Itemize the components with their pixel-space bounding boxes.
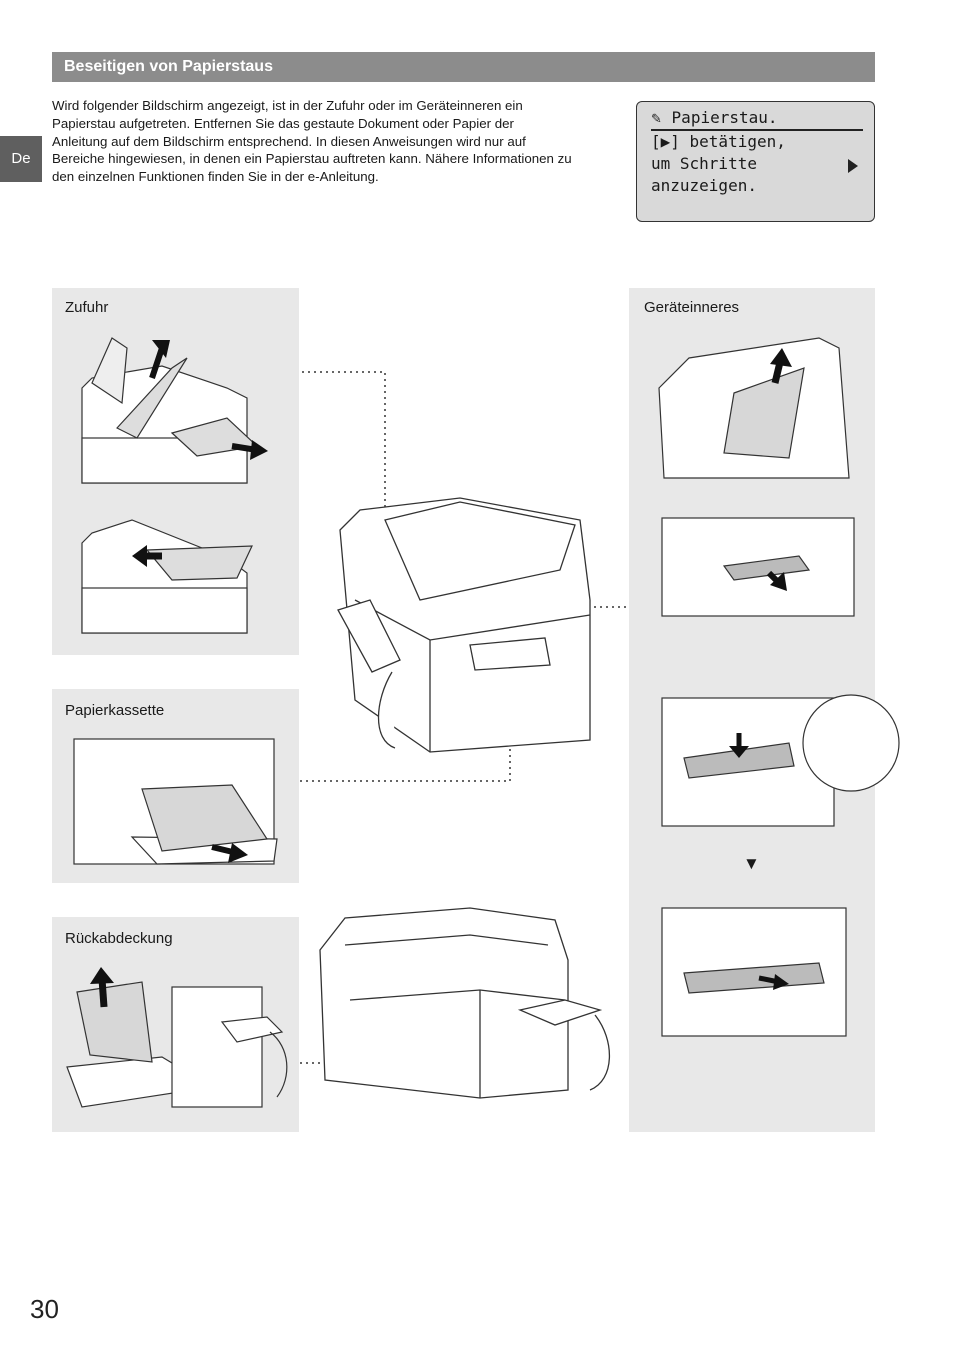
page-number: 30 bbox=[30, 1294, 59, 1324]
intro-text: Wird folgender Bildschirm angezeigt, ist… bbox=[52, 98, 572, 185]
feeder-jam-illustration bbox=[81, 337, 268, 634]
language-tab: De bbox=[0, 136, 42, 182]
panel-geraeteinneres: Geräteinneres ▼ bbox=[629, 288, 900, 1132]
cassette-jam-illustration bbox=[73, 738, 278, 865]
panel-label-papierkassette: Papierkassette bbox=[65, 702, 165, 719]
step-arrow: ▼ bbox=[743, 854, 760, 873]
lcd-line-4: anzuzeigen. bbox=[651, 176, 757, 195]
section-title: Beseitigen von Papierstaus bbox=[52, 52, 875, 82]
panel-label-zufuhr: Zufuhr bbox=[65, 299, 109, 316]
lcd-divider bbox=[651, 129, 863, 131]
panel-rueckabdeckung: Rückabdeckung bbox=[52, 917, 299, 1132]
lcd-line-2: [▶] betätigen, bbox=[651, 132, 786, 151]
panel-zufuhr: Zufuhr bbox=[52, 288, 299, 655]
lcd-title-line: ✎ Papierstau. bbox=[651, 108, 778, 127]
right-arrow-icon bbox=[848, 159, 858, 173]
lcd-line-1: Papierstau. bbox=[671, 108, 778, 127]
lcd-line-3: um Schritte bbox=[651, 154, 757, 173]
rear-cover-jam-illustration bbox=[66, 967, 288, 1108]
lcd-message: [▶] betätigen, um Schritte anzuzeigen. bbox=[651, 131, 786, 197]
paper-jam-icon: ✎ bbox=[651, 112, 662, 127]
panel-papierkassette: Papierkassette bbox=[52, 689, 299, 883]
panel-label-geraeteinneres: Geräteinneres bbox=[644, 299, 740, 316]
inner-jam-illustrations bbox=[658, 337, 900, 1037]
lcd-display: ✎ Papierstau. [▶] betätigen, um Schritte… bbox=[636, 101, 875, 222]
panel-label-rueckabdeckung: Rückabdeckung bbox=[65, 930, 173, 947]
